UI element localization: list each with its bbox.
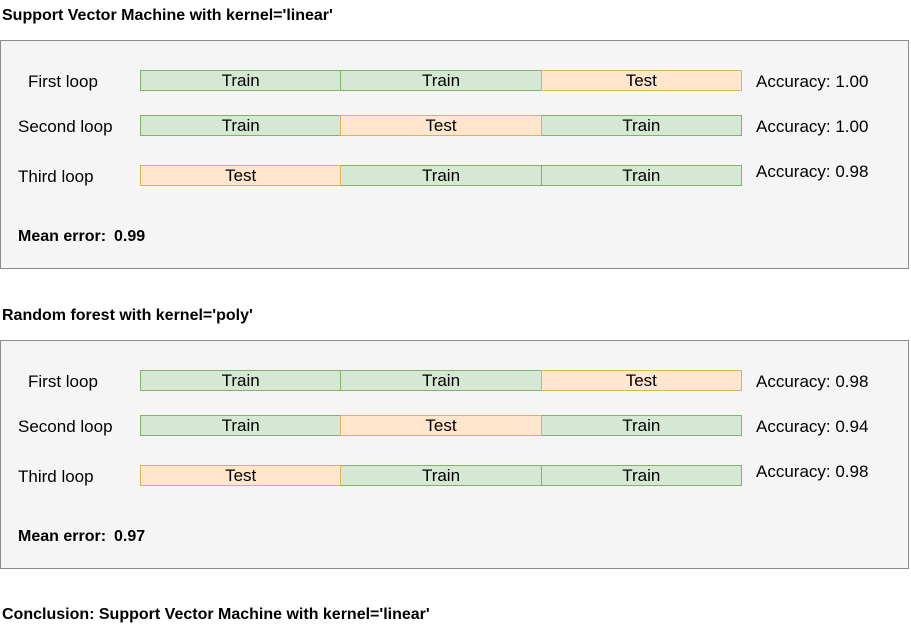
fold-bar-second-loop: Train Test Train (140, 115, 742, 136)
row-label-first-loop: First loop (28, 72, 98, 91)
mean-error-value: 0.99 (114, 228, 146, 245)
fold-segment-train: Train (340, 370, 542, 391)
mean-error-value: 0.97 (114, 528, 146, 545)
panel-svm: First loop Train Train Test Accuracy: 1.… (0, 40, 909, 269)
fold-bar-third-loop: Test Train Train (140, 165, 742, 186)
row-label-third-loop: Third loop (18, 167, 94, 186)
mean-error: Mean error: 0.97 (18, 528, 145, 546)
fold-segment-test: Test (140, 165, 342, 186)
section-title-svm: Support Vector Machine with kernel='line… (2, 7, 333, 24)
fold-segment-train: Train (540, 165, 742, 186)
mean-error: Mean error: 0.99 (18, 228, 145, 246)
panel-random-forest: First loop Train Train Test Accuracy: 0.… (0, 340, 909, 569)
conclusion-text: Conclusion: Support Vector Machine with … (2, 606, 430, 623)
accuracy-second-loop: Accuracy: 1.00 (756, 117, 869, 136)
accuracy-third-loop: Accuracy: 0.98 (756, 162, 869, 181)
fold-bar-first-loop: Train Train Test (140, 370, 742, 391)
fold-segment-train: Train (540, 415, 742, 436)
fold-segment-test: Test (340, 415, 542, 436)
fold-segment-train: Train (540, 115, 742, 136)
fold-bar-second-loop: Train Test Train (140, 415, 742, 436)
fold-segment-test: Test (140, 465, 342, 486)
fold-segment-train: Train (340, 70, 542, 91)
section-title-random-forest: Random forest with kernel='poly' (2, 307, 253, 324)
accuracy-first-loop: Accuracy: 0.98 (756, 372, 869, 391)
row-label-second-loop: Second loop (18, 117, 113, 136)
row-label-third-loop: Third loop (18, 467, 94, 486)
mean-error-label: Mean error: (18, 228, 107, 245)
accuracy-third-loop: Accuracy: 0.98 (756, 462, 869, 481)
fold-segment-test: Test (540, 70, 742, 91)
accuracy-first-loop: Accuracy: 1.00 (756, 72, 869, 91)
fold-bar-first-loop: Train Train Test (140, 70, 742, 91)
fold-segment-train: Train (140, 370, 342, 391)
fold-segment-test: Test (340, 115, 542, 136)
row-label-second-loop: Second loop (18, 417, 113, 436)
fold-segment-train: Train (340, 165, 542, 186)
accuracy-second-loop: Accuracy: 0.94 (756, 417, 869, 436)
fold-segment-train: Train (140, 70, 342, 91)
fold-segment-train: Train (540, 465, 742, 486)
mean-error-label: Mean error: (18, 528, 107, 545)
fold-segment-train: Train (140, 115, 342, 136)
fold-segment-train: Train (140, 415, 342, 436)
row-label-first-loop: First loop (28, 372, 98, 391)
fold-segment-test: Test (540, 370, 742, 391)
fold-bar-third-loop: Test Train Train (140, 465, 742, 486)
fold-segment-train: Train (340, 465, 542, 486)
